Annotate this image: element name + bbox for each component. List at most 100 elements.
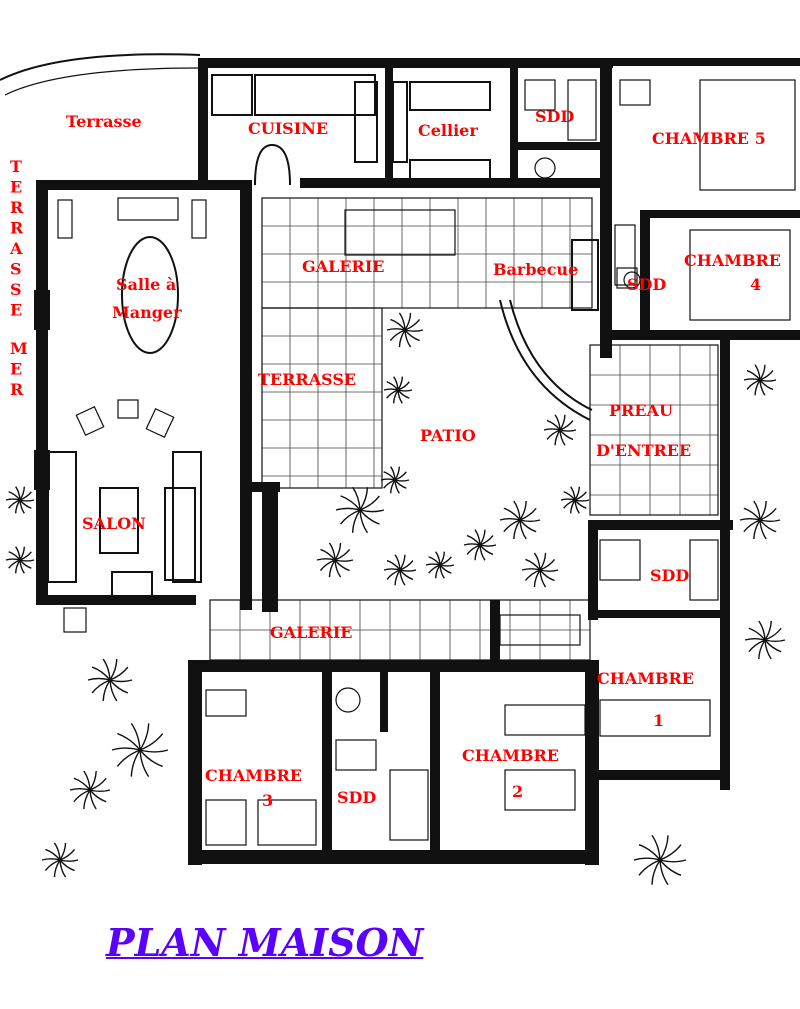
label-galerie-bottom: GALERIE: [270, 623, 353, 642]
label-salon: SALON: [82, 514, 146, 533]
plant-leaf: [383, 479, 396, 489]
walls: [34, 58, 800, 865]
plant-leaf: [439, 564, 452, 574]
terrace-curve: [0, 53, 201, 81]
plant-leaf: [759, 379, 766, 396]
plant-leaf: [524, 569, 541, 582]
label-preau-line2: D'ENTREE: [596, 441, 691, 460]
plant-leaf: [59, 859, 67, 878]
plant-leaf: [334, 548, 351, 561]
plant-leaf: [117, 732, 141, 751]
plant-leaf: [439, 564, 455, 567]
plant-leaf: [764, 639, 782, 653]
plant-leaf: [53, 859, 61, 878]
plant-leaf: [139, 749, 163, 768]
plant-leaf: [392, 389, 399, 404]
plant-leaf: [764, 627, 782, 641]
plant-leaf: [328, 559, 336, 578]
plant-leaf: [539, 569, 547, 588]
plant-leaf: [87, 677, 111, 681]
label-chambre-5: CHAMBRE 5: [652, 129, 766, 148]
plant-leaf: [659, 835, 669, 861]
plant-leaf: [328, 542, 336, 561]
plant-leaf: [386, 328, 406, 331]
label-terrasse-mer-letter: R: [10, 198, 24, 217]
plant-leaf: [638, 844, 661, 861]
plant-leaf: [474, 544, 481, 561]
plant-leaf: [574, 486, 581, 501]
plant-leaf: [739, 517, 761, 521]
plant-leaf: [5, 558, 21, 561]
plant-leaf: [19, 499, 32, 509]
plant-leaf: [397, 376, 404, 391]
plant-leaf: [19, 546, 26, 561]
terrace-curve-inner: [4, 67, 201, 96]
plant-leaf: [397, 389, 403, 404]
plant-leaf: [390, 318, 406, 331]
patio-plants: [5, 312, 786, 886]
plant-leaf: [659, 859, 669, 886]
plant-leaf: [574, 499, 587, 509]
label-chambre-3-line1: CHAMBRE: [205, 766, 302, 785]
plant-leaf: [463, 543, 481, 546]
plant-leaf: [334, 559, 354, 562]
label-chambre-2-line1: CHAMBRE: [462, 746, 559, 765]
plant-leaf: [19, 499, 35, 502]
plant-leaf: [759, 519, 777, 533]
plant-leaf: [73, 777, 91, 791]
plant-leaf: [83, 770, 91, 791]
plant-leaf: [479, 535, 494, 546]
plant-leaf: [439, 556, 452, 566]
plant-leaf: [651, 834, 661, 861]
plant-leaf: [5, 498, 21, 501]
plant-leaf: [316, 558, 336, 561]
plant-leaf: [404, 329, 424, 332]
plant-leaf: [19, 491, 32, 501]
plant-leaf: [533, 552, 541, 571]
plant-leaf: [45, 848, 61, 861]
plan-title[interactable]: PLAN MAISON: [106, 920, 424, 965]
plant-leaf: [404, 329, 420, 342]
plant-leaf: [759, 519, 767, 540]
plant-leaf: [389, 329, 406, 342]
plant-leaf: [139, 749, 169, 753]
label-chambre-1-line2: 1: [653, 711, 664, 730]
label-terrasse-mer-letter: S: [10, 280, 22, 299]
plant-leaf: [359, 509, 380, 525]
plant-leaf: [102, 679, 111, 701]
label-terrasse-mer-letter: R: [10, 219, 24, 238]
plant-leaf: [386, 559, 401, 571]
plant-leaf: [397, 389, 410, 399]
plant-leaf: [334, 542, 342, 561]
plant-leaf: [386, 381, 399, 391]
plant-leaf: [89, 789, 111, 793]
label-chambre-4-line2: 4: [750, 275, 761, 294]
plant-leaf: [102, 658, 111, 681]
plant-leaf: [479, 544, 486, 561]
plant-leaf: [559, 429, 566, 446]
plant-leaf: [525, 558, 541, 571]
furniture-kitchen: [211, 74, 796, 321]
plant-leaf: [59, 848, 76, 861]
plant-leaf: [116, 749, 141, 767]
plant-leaf: [563, 499, 576, 509]
plant-leaf: [19, 559, 35, 562]
plant-leaf: [91, 666, 111, 681]
plant-leaf: [19, 486, 26, 501]
label-preau-line1: PREAU: [609, 401, 673, 420]
plant-leaf: [759, 379, 777, 382]
plant-leaf: [744, 637, 766, 641]
plant-leaf: [519, 507, 537, 521]
tile-grid-galerie-top: [210, 198, 718, 660]
plant-leaf: [569, 499, 576, 514]
plant-leaf: [19, 559, 25, 574]
plant-leaf: [334, 559, 342, 578]
plant-leaf: [8, 559, 21, 569]
plant-leaf: [109, 679, 118, 702]
plant-leaf: [479, 544, 497, 547]
plant-leaf: [753, 519, 761, 540]
plant-leaf: [394, 479, 410, 482]
plant-leaf: [559, 429, 574, 441]
